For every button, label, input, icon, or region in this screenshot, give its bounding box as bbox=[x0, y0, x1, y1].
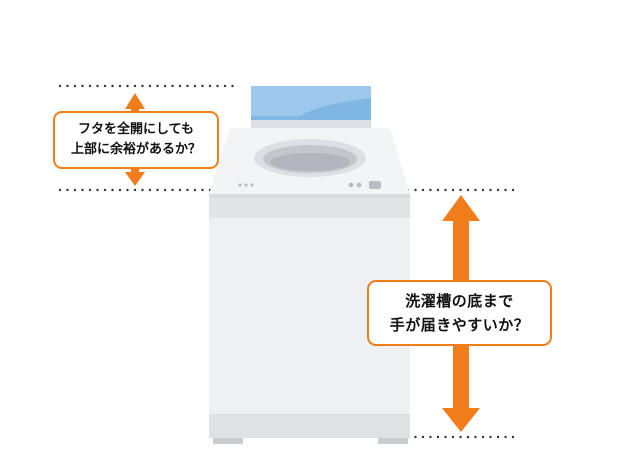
control-button bbox=[348, 182, 354, 188]
drum-inner bbox=[270, 153, 350, 171]
washing-machine bbox=[209, 86, 410, 444]
machine-foot-right bbox=[378, 436, 408, 444]
callout-line: 上部に余裕があるか？ bbox=[70, 142, 201, 157]
machine-body-band bbox=[209, 196, 410, 218]
machine-foot-left bbox=[213, 436, 243, 444]
callout-line: フタを全開にしても bbox=[78, 122, 194, 137]
lid-clearance-callout: フタを全開にしても 上部に余裕があるか？ bbox=[53, 111, 219, 169]
lid-glass-shine bbox=[251, 86, 371, 116]
control-display bbox=[369, 181, 381, 189]
indicator-dot bbox=[250, 183, 254, 187]
machine-base bbox=[209, 412, 410, 438]
indicator-dot bbox=[238, 183, 242, 187]
callout-line: 洗濯槽の底まで bbox=[405, 292, 514, 310]
drum-reach-callout: 洗濯槽の底まで 手が届きやすいか？ bbox=[367, 280, 552, 346]
control-button bbox=[356, 182, 362, 188]
double-arrow-icon bbox=[442, 195, 480, 432]
callout-line: 手が届きやすいか？ bbox=[389, 316, 530, 334]
indicator-dot bbox=[244, 183, 248, 187]
guide-lines bbox=[58, 84, 517, 439]
control-panel bbox=[238, 181, 381, 189]
lid-hinge bbox=[251, 120, 371, 128]
machine-top-edge bbox=[209, 194, 410, 198]
